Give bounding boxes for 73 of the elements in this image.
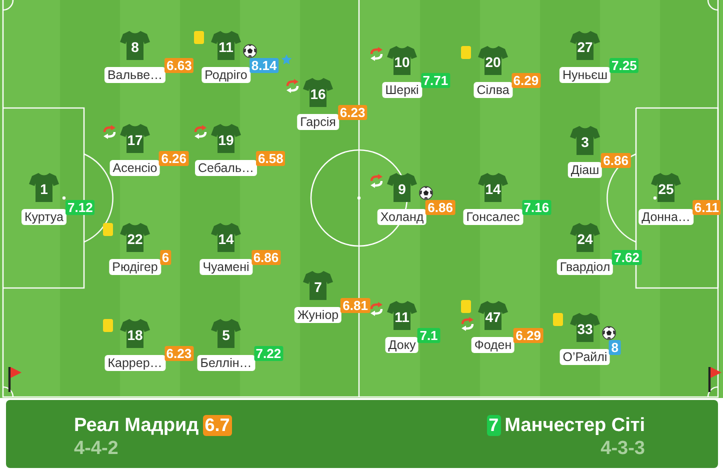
shirt-number: 10 [387, 44, 417, 76]
shirt-number: 25 [651, 171, 681, 203]
player-name: Нуньєш [559, 67, 611, 83]
player-rating: 6.81 [340, 298, 370, 313]
team-name: Манчестер Сіті [504, 415, 645, 436]
player-name: Родріго [202, 67, 250, 83]
player-name: Гонсалес [463, 209, 523, 225]
player-name: Гвардіол [556, 259, 614, 275]
shirt-number: 1 [29, 171, 59, 203]
player-rating: 6.23 [338, 105, 368, 120]
shirt-number: 7 [303, 269, 333, 301]
team-panel [6, 400, 718, 468]
shirt-number: 8 [120, 29, 150, 61]
shirt-number: 17 [120, 122, 150, 154]
shirt-number: 9 [387, 171, 417, 203]
player-name: Каррер… [104, 355, 166, 371]
shirt-number: 16 [303, 76, 333, 108]
player-name: Гарсія [297, 114, 339, 130]
shirt-number: 24 [570, 221, 600, 253]
player-rating: 7.16 [522, 200, 552, 215]
shirt-number: 20 [478, 44, 508, 76]
player-rating: 8 [609, 340, 620, 355]
team-rating: 7 [486, 415, 501, 436]
player-name: Асенсіо [110, 160, 160, 176]
shirt-number: 19 [211, 122, 241, 154]
player-rating: 6.58 [256, 151, 286, 166]
shirt-number: 47 [478, 299, 508, 331]
player-rating: 6.29 [511, 73, 541, 88]
player-name: Вальве… [104, 67, 166, 83]
shirt-number: 18 [120, 317, 150, 349]
player-rating: 7.71 [420, 73, 450, 88]
player-name: Куртуа [22, 209, 66, 225]
player-rating: 6.86 [601, 153, 630, 168]
player-name: Жуніор [294, 307, 342, 323]
player-name: Доку [385, 337, 419, 353]
player-rating: 7.22 [254, 346, 284, 361]
player-rating: 6.86 [426, 200, 455, 215]
player-name: Рюдігер [109, 259, 161, 275]
player-rating: 6 [160, 250, 172, 265]
player-rating: 6.23 [164, 346, 194, 361]
shirt-number: 14 [211, 221, 241, 253]
player-name: Діаш [568, 162, 602, 178]
player-name: Себаль… [195, 160, 257, 176]
team-rating: 6.7 [202, 415, 232, 436]
player-name: Чуамені [200, 259, 252, 275]
player-name: Шеркі [382, 82, 422, 98]
player-name: Фоден [471, 337, 515, 353]
player-rating: 6.26 [159, 151, 189, 166]
player-rating: 6.63 [164, 58, 194, 73]
team-name: Реал Мадрид [74, 415, 199, 436]
shirt-number: 5 [211, 317, 241, 349]
player-rating: 6.29 [514, 328, 543, 343]
player-rating: 7.12 [66, 200, 95, 215]
shirt-number: 11 [387, 299, 417, 331]
shirt-number: 14 [478, 171, 508, 203]
player-rating: 6.86 [251, 250, 281, 265]
shirt-number: 22 [120, 221, 150, 253]
player-name: Донна… [638, 209, 694, 225]
player-rating: 7.62 [612, 250, 642, 265]
shirt-number: 27 [570, 29, 600, 61]
player-name: Холанд [377, 209, 427, 225]
player-name: Беллін… [197, 355, 255, 371]
player-rating: 7.1 [418, 328, 440, 343]
shirt-number: 11 [211, 29, 241, 61]
shirt-number: 3 [570, 124, 600, 156]
player-name: О’Райлі [560, 349, 610, 365]
team-formation: 4-4-2 [74, 438, 118, 459]
player-rating: 7.25 [610, 58, 639, 73]
player-rating: 6.11 [692, 200, 721, 215]
team-formation: 4-3-3 [600, 438, 645, 459]
player-name: Сілва [474, 82, 512, 98]
player-rating: 8.14 [249, 58, 279, 73]
shirt-number: 33 [570, 311, 600, 343]
